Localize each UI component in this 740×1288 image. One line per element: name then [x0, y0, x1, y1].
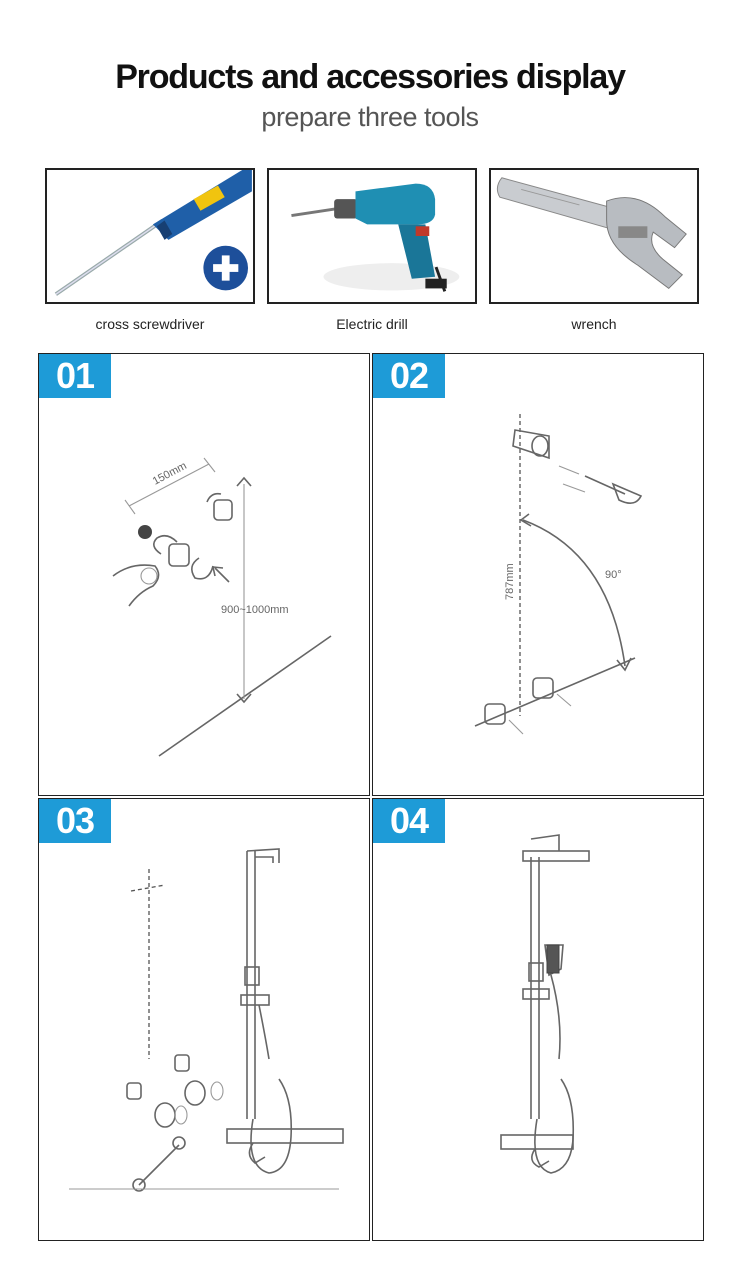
- completed-shower-diagram: [500, 834, 590, 1174]
- tool-label-drill: Electric drill: [336, 316, 408, 332]
- step-panel-04: 04: [372, 798, 704, 1241]
- spacing-label: 150mm: [151, 460, 189, 488]
- height-label: 787mm: [504, 563, 516, 600]
- step-panel-03: 03: [38, 798, 370, 1241]
- screwdriver-photo: [45, 168, 255, 304]
- step-panel-02: 787mm 90° 02: [372, 353, 704, 796]
- step-number-04: 04: [373, 799, 445, 843]
- wrench-photo: [489, 168, 699, 304]
- ninety-degree-diagram: [474, 414, 643, 735]
- tool-label-wrench: wrench: [571, 316, 617, 332]
- step-number-01: 01: [39, 354, 111, 398]
- drill-icon: [291, 183, 460, 292]
- page-subtitle: prepare three tools: [261, 102, 479, 132]
- height-label: 900~1000mm: [221, 604, 289, 616]
- screwdriver-icon: [54, 170, 252, 296]
- step-number-03: 03: [39, 799, 111, 843]
- tool-label-screwdriver: cross screwdriver: [95, 316, 205, 332]
- page-title: Products and accessories display: [115, 58, 626, 96]
- step-number-02: 02: [373, 354, 445, 398]
- wrench-icon: [496, 177, 687, 290]
- angle-label: 90°: [605, 569, 622, 581]
- shower-assembly-diagram: [69, 848, 344, 1192]
- drill-photo: [267, 168, 477, 304]
- wall-mount-measure-diagram: [112, 457, 332, 757]
- step-panel-01: 150mm 900~1000mm 01: [38, 353, 370, 796]
